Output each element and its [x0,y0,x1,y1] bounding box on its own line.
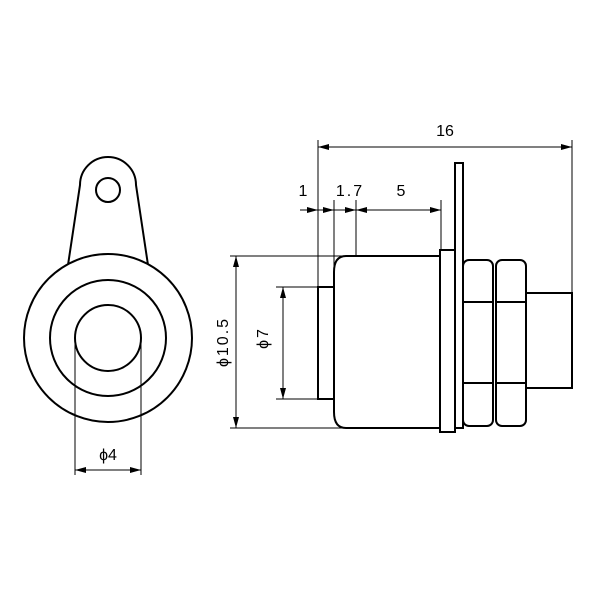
solder-lug-plate [454,162,464,429]
arrow-icon [323,207,334,213]
hex-nut [462,259,494,427]
arrow-icon [430,207,441,213]
lug-hole [95,177,121,203]
arrow-icon [561,144,572,150]
arrow-icon [233,256,239,267]
total-length-label: 16 [436,123,454,140]
flange [439,249,456,433]
hex-nut [495,259,527,427]
hole-diameter-label: ϕ4 [99,447,117,464]
outer-ring [23,253,193,423]
arrow-icon [307,207,318,213]
arrow-icon [75,467,86,473]
insulator-body [333,255,441,429]
body-diameter-label: ϕ10.5 [215,317,232,367]
arrow-icon [280,287,286,298]
step-length-label: 1.7 [336,183,364,200]
flange-thickness-label: 1 [299,183,308,200]
solder-lug-outline [67,156,149,266]
middle-ring [49,279,167,397]
inner-diameter-label: ϕ7 [255,327,272,349]
arrow-icon [356,207,367,213]
insulator-step [317,286,335,400]
threaded-shaft [519,292,573,389]
body-length-label: 5 [397,183,406,200]
side-view: 16 1 1.7 5 ϕ10.5 ϕ7 [215,123,573,433]
arrow-icon [280,388,286,399]
arrow-icon [318,144,329,150]
arrow-icon [130,467,141,473]
arrow-icon [345,207,356,213]
front-view: ϕ4 [23,156,193,475]
arrow-icon [233,417,239,428]
